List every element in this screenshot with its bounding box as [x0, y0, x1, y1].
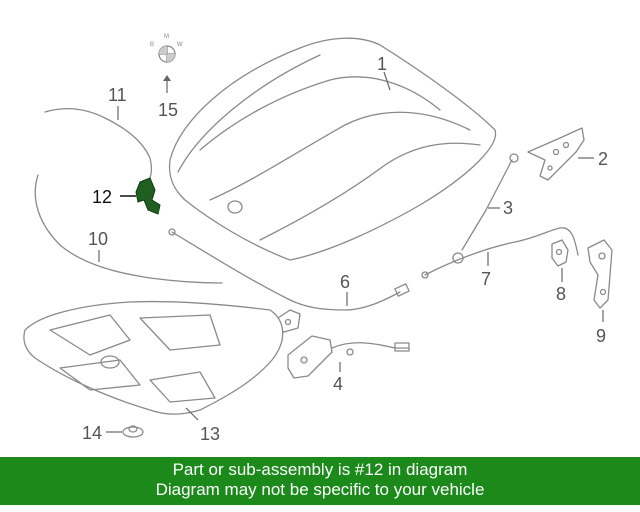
emblem-letter-w: W: [177, 42, 183, 48]
clip-part-14[interactable]: [106, 425, 144, 438]
bracket-part-12-highlighted[interactable]: [120, 177, 161, 215]
banner-line-1: Part or sub-assembly is #12 in diagram: [172, 460, 468, 479]
hood-latch-part-4[interactable]: [287, 335, 410, 379]
callout-4: 4: [333, 374, 343, 394]
release-cable-part-6[interactable]: [168, 228, 410, 311]
emblem-letter-b: B: [150, 42, 154, 48]
callout-8: 8: [556, 284, 566, 304]
parts-diagram: 1 2 3 4 5 6: [23, 34, 613, 444]
callout-3: 3: [503, 198, 513, 218]
hood-part-1[interactable]: [168, 37, 497, 261]
latch-lever-part-9[interactable]: [587, 239, 613, 322]
front-seal-part-11[interactable]: [44, 106, 153, 179]
callout-9: 9: [596, 326, 606, 346]
seal-strip-part-10[interactable]: [34, 174, 223, 284]
callout-1: 1: [377, 54, 387, 74]
clip-part-8[interactable]: [551, 239, 569, 282]
callout-11: 11: [108, 85, 127, 105]
hinge-part-2[interactable]: [527, 127, 594, 181]
bowden-cable-part-7[interactable]: [421, 227, 579, 279]
callout-12: 12: [92, 187, 112, 207]
callout-10: 10: [88, 229, 108, 249]
callout-13: 13: [200, 424, 220, 444]
hood-insulation-part-13[interactable]: [23, 300, 284, 421]
emblem-part-15[interactable]: B M W: [150, 34, 183, 93]
emblem-letter-m: M: [164, 34, 169, 40]
callout-15: 15: [158, 100, 178, 120]
part-info-banner: Part or sub-assembly is #12 in diagram D…: [0, 457, 640, 505]
callout-14: 14: [82, 423, 102, 443]
callout-2: 2: [598, 149, 608, 169]
callout-7: 7: [481, 269, 491, 289]
callout-6: 6: [340, 272, 350, 292]
banner-line-2: Diagram may not be specific to your vehi…: [155, 480, 485, 499]
